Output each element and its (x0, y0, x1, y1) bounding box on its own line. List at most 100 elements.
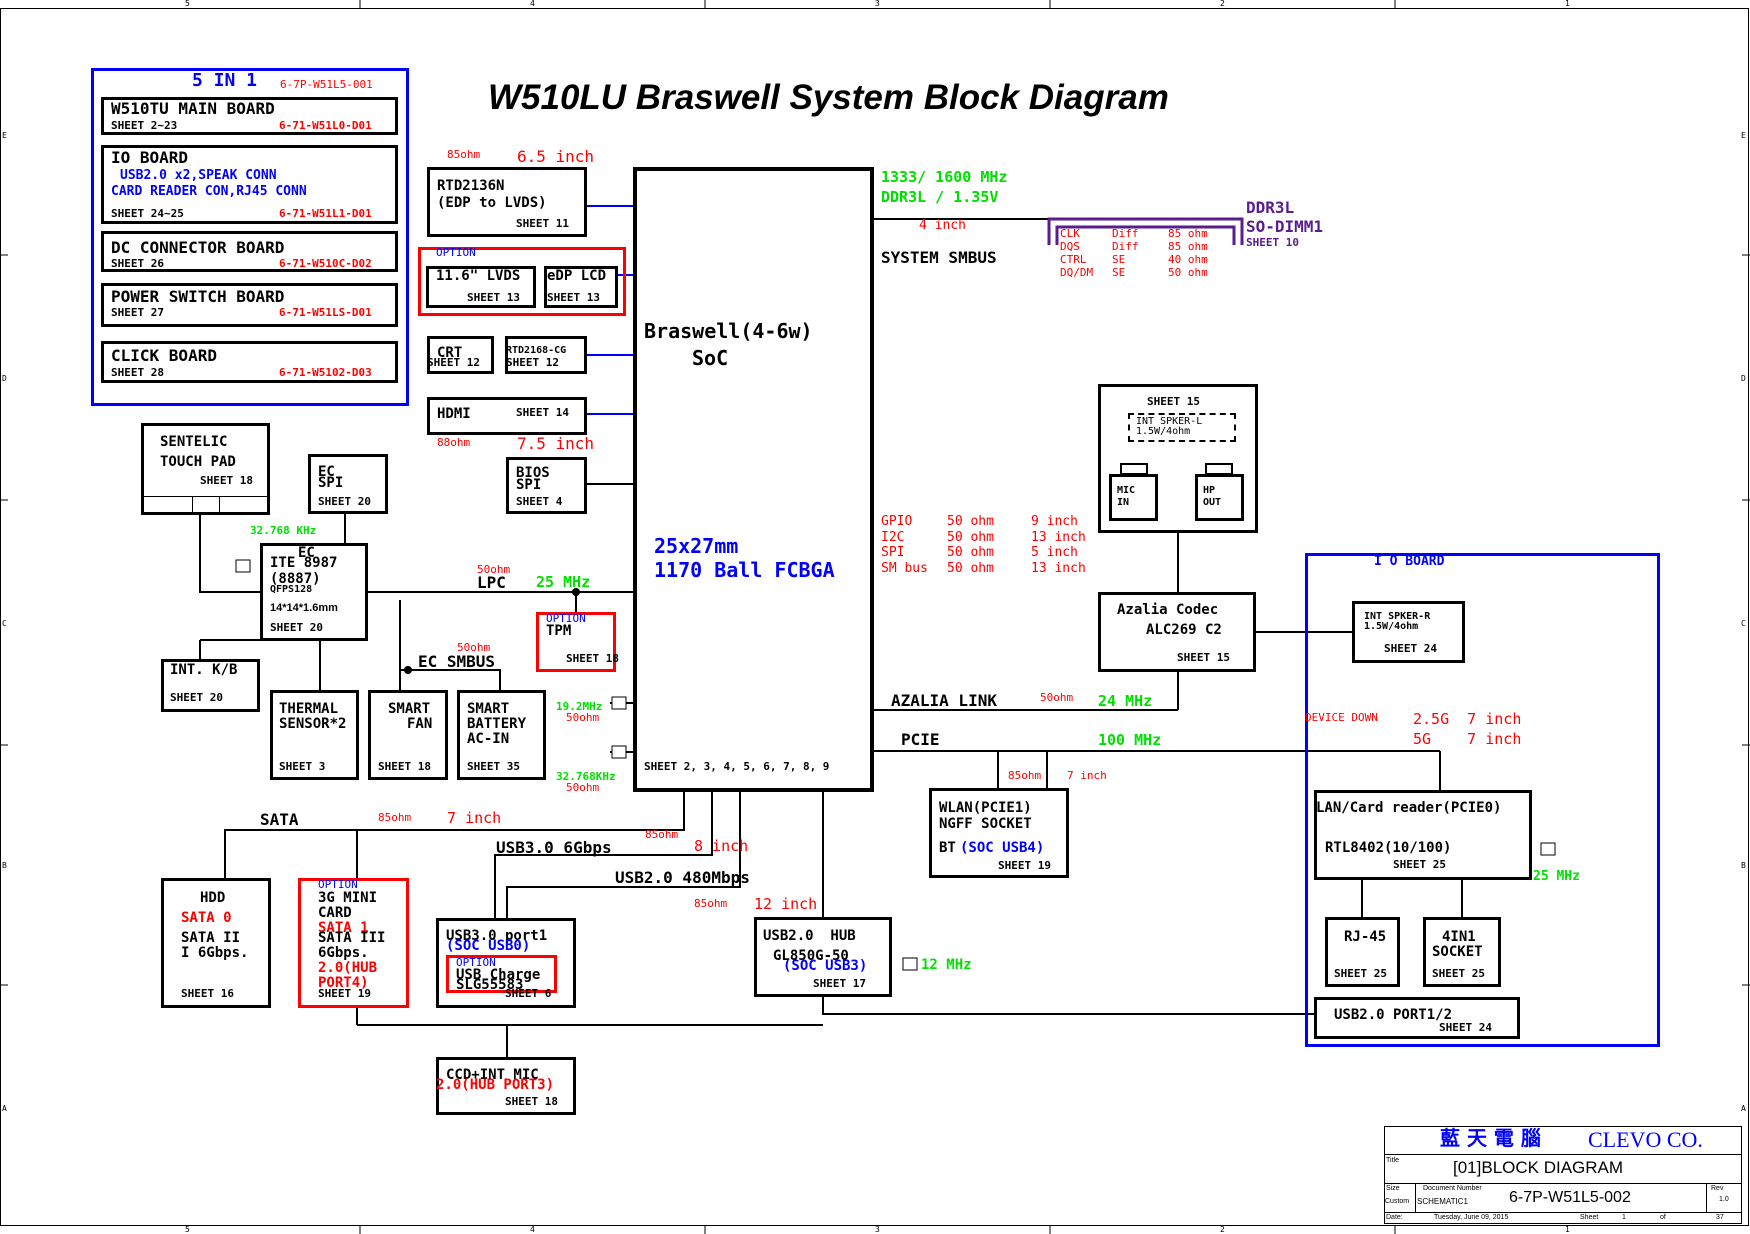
diagram-title: W510LU Braswell System Block Diagram (488, 78, 1169, 117)
rj45-sheet: SHEET 25 (1334, 967, 1387, 980)
frame-row-label: E (1741, 131, 1746, 140)
codec-box (1098, 592, 1256, 672)
ddr-voltage: DDR3L / 1.35V (881, 188, 999, 206)
ec-alt-part: (8887) (270, 571, 321, 587)
ec-crystal-frequency: 32.768 KHz (250, 524, 317, 537)
click-board-box (101, 341, 398, 383)
usb2-impedance: 85ohm (694, 897, 728, 910)
codec-name: Azalia Codec (1117, 602, 1219, 618)
io-board-desc2: CARD READER CON,RJ45 CONN (111, 184, 307, 199)
hdmi-sheet: SHEET 14 (516, 406, 569, 419)
hdd-speed: I 6Gbps. (181, 945, 249, 961)
io-board-sheet: SHEET 24~25 (111, 207, 184, 220)
pcie-speed-1: 2.5G 7 inch (1413, 710, 1522, 728)
io-board-box (101, 145, 398, 224)
main-board-name: W510TU MAIN BOARD (111, 99, 275, 118)
dc-board-box (101, 231, 398, 272)
card-socket-type: SOCKET (1432, 944, 1483, 960)
int-speaker-r-sheet: SHEET 24 (1384, 642, 1437, 655)
sheet-field-label: Sheet (1580, 1214, 1599, 1221)
bios-sheet: SHEET 4 (516, 495, 563, 508)
rj45-name: RJ-45 (1344, 929, 1387, 945)
lvds-bridge-box (427, 167, 587, 237)
smart-battery-name: BATTERY (467, 716, 527, 732)
gpio-signal: SM bus (881, 561, 928, 576)
ddr-row-type: SE (1112, 253, 1126, 266)
frame-col-label: 2 (1220, 1225, 1225, 1234)
mic-jack-name: MIC (1117, 485, 1136, 496)
edp-panel-sheet: SHEET 13 (547, 291, 600, 304)
gpio-length: 9 inch (1031, 514, 1078, 529)
hdd-box (161, 878, 271, 1008)
ec-box (260, 543, 368, 641)
usb-charge-box (446, 955, 557, 993)
lvds-impedance: 85ohm (447, 148, 481, 161)
card-socket-box (1423, 917, 1501, 987)
keyboard-name: INT. K/B (170, 662, 238, 678)
ddr-dimm-type: DDR3L (1246, 198, 1295, 217)
hdd-port: SATA 0 (181, 910, 232, 926)
soc-crystal-1-frequency: 19.2MHz (556, 700, 603, 713)
thermal-sensor-count: SENSOR*2 (279, 716, 347, 732)
frame-col-label: 4 (530, 0, 535, 8)
usb-hub-name: USB2.0 HUB (763, 928, 856, 944)
gpio-length: 5 inch (1031, 545, 1078, 560)
bios-type: SPI (516, 477, 542, 493)
mini-card-type: CARD (318, 905, 352, 921)
frame-border (0, 8, 1749, 1226)
hp-jack-name: HP (1203, 485, 1216, 496)
hdd-name: HDD (200, 890, 226, 906)
int-speaker-l-box (1128, 413, 1236, 442)
card-socket-sheet: SHEET 25 (1432, 967, 1485, 980)
bios-name: BIOS (516, 465, 550, 481)
lvds-bridge-desc: (EDP to LVDS) (437, 195, 547, 211)
tpm-box (536, 612, 616, 672)
smart-fan-box (368, 690, 448, 780)
lvds-panel-sheet: SHEET 13 (467, 291, 520, 304)
of-field-label: of (1660, 1214, 1666, 1221)
title-field-label: Title (1386, 1157, 1399, 1164)
block-diagram-title: [01]BLOCK DIAGRAM (1453, 1158, 1624, 1177)
smart-fan-name: FAN (407, 716, 433, 732)
frame-row-label: E (2, 131, 7, 140)
codec-part: ALC269 C2 (1146, 622, 1222, 638)
io-board-name: IO BOARD (111, 148, 189, 167)
hdd-sheet: SHEET 16 (181, 987, 234, 1000)
hdmi-impedance: 88ohm (437, 436, 471, 449)
sata-impedance: 85ohm (378, 811, 412, 824)
smart-fan-label: SMART (388, 701, 431, 717)
frame-col-label: 1 (1565, 1225, 1570, 1234)
audio-jack-sheet: SHEET 15 (1147, 395, 1200, 408)
usb3-port-sheet: SHEET 6 (505, 987, 552, 1000)
hdmi-length: 7.5 inch (517, 434, 595, 453)
bt-label: BT (939, 840, 956, 856)
date-value: Tuesday, June 09, 2015 (1434, 1214, 1509, 1221)
total-sheets: 37 (1716, 1214, 1724, 1221)
ec-label: EC (298, 545, 315, 561)
soc-crystal-2-impedance: 50ohm (566, 781, 600, 794)
smart-fan-sheet: SHEET 18 (378, 760, 431, 773)
usb3-port-name: USB3.0 port1 (446, 928, 548, 944)
tpm-sheet: SHEET 18 (566, 652, 619, 665)
frame-col-label: 3 (875, 1225, 880, 1234)
card-socket-name: 4IN1 (1442, 929, 1476, 945)
date-field-label: Date: (1386, 1214, 1403, 1221)
rtd2168-name: RTD2168-CG (506, 345, 567, 356)
frame-col-label: 3 (875, 0, 880, 8)
ec-sheet: SHEET 20 (270, 621, 323, 634)
title-block-row-divider (1384, 1212, 1742, 1213)
frame-col-label: 1 (1565, 0, 1570, 8)
frame-col-label: 2 (1220, 0, 1225, 8)
ccd-sheet: SHEET 18 (505, 1095, 558, 1108)
click-board-code: 6-71-W5102-D03 (279, 366, 372, 379)
pcie-length: 7 inch (1067, 769, 1107, 782)
lan-controller-sheet: SHEET 25 (1393, 858, 1446, 871)
ec-part: ITE 8987 (270, 555, 338, 571)
ddr-row-signal: DQS (1060, 240, 1080, 253)
dc-board-name: DC CONNECTOR BOARD (111, 238, 285, 257)
title-block-row-divider (1384, 1154, 1742, 1155)
ddr-length: 4 inch (919, 218, 966, 233)
rev-field-label: Rev (1711, 1185, 1724, 1192)
ddr-row-signal: CLK (1060, 227, 1080, 240)
mini-card-port: SATA 1 (318, 920, 369, 936)
